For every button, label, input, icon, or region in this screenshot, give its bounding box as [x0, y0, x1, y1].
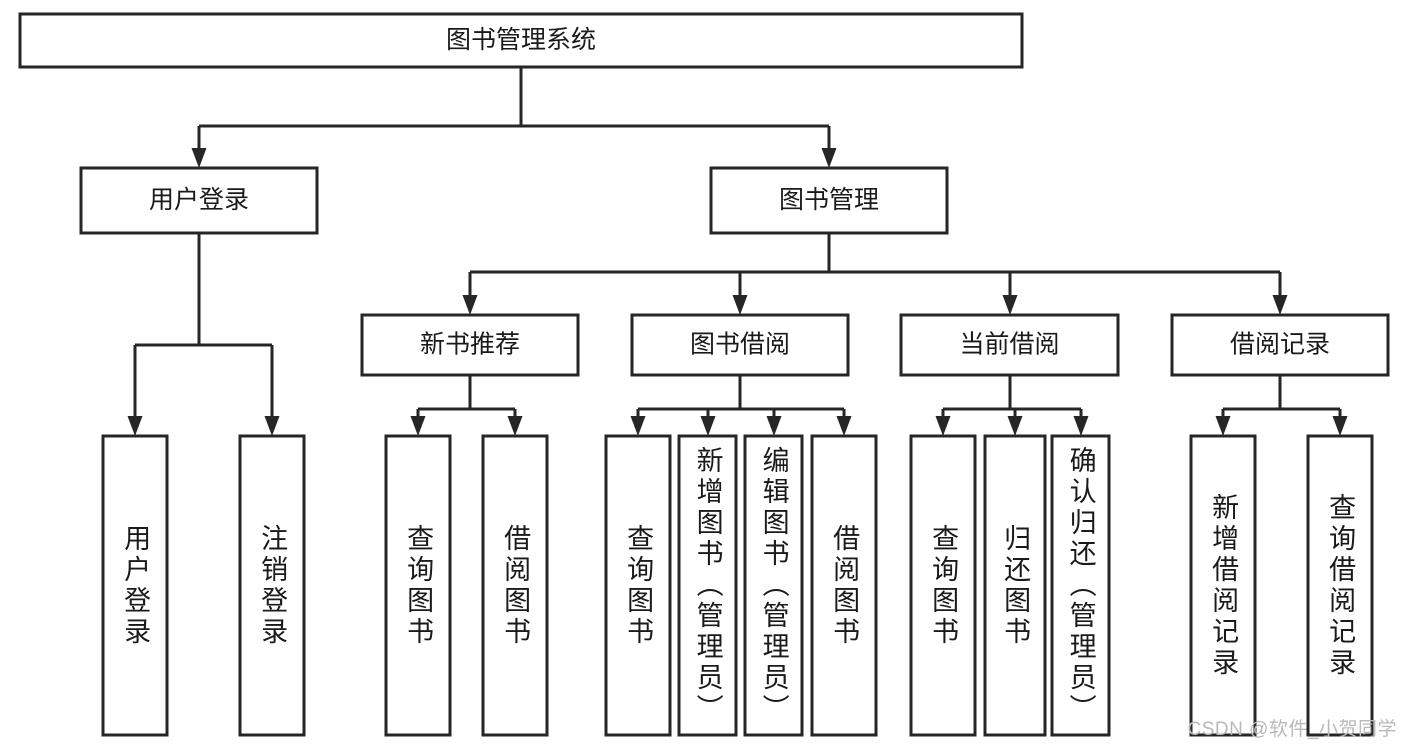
node-box-leaf-query-book-2[interactable]	[604, 434, 672, 737]
arrow-head-user-login-0	[127, 416, 143, 436]
arrow-head-book-manage-1	[732, 295, 748, 315]
arrow-head-new-book-recommend-0	[410, 416, 426, 436]
node-box-leaf-query-record[interactable]	[1306, 434, 1374, 737]
arrow-head-borrow-record-0	[1215, 416, 1231, 436]
arrow-head-current-borrow-0	[935, 416, 951, 436]
arrow-head-book-borrow-3	[836, 416, 852, 436]
arrow-head-user-login-1	[264, 416, 280, 436]
arrow-head-root-1	[821, 148, 837, 168]
arrow-head-current-borrow-1	[1007, 416, 1023, 436]
node-box-current-borrow[interactable]	[899, 313, 1120, 377]
arrow-head-book-manage-0	[462, 295, 478, 315]
arrow-head-book-borrow-2	[766, 416, 782, 436]
watermark-text: CSDN @软件_小贺同学	[1187, 719, 1397, 740]
node-box-borrow-record[interactable]	[1170, 313, 1390, 377]
node-label-root: 图书管理系统	[446, 26, 596, 54]
node-box-leaf-logout[interactable]	[238, 434, 306, 737]
node-box-leaf-query-book-3[interactable]	[909, 434, 977, 737]
edges-layer	[127, 67, 1348, 436]
node-label-book-borrow: 图书借阅	[690, 331, 790, 359]
node-box-leaf-edit-book[interactable]	[743, 434, 804, 737]
node-box-leaf-borrow-book-2[interactable]	[810, 434, 878, 737]
node-label-borrow-record: 借阅记录	[1230, 331, 1330, 359]
arrow-head-new-book-recommend-1	[507, 416, 523, 436]
node-box-user-login[interactable]	[79, 166, 319, 235]
arrow-head-current-borrow-2	[1073, 416, 1089, 436]
arrow-head-book-borrow-0	[630, 416, 646, 436]
node-box-book-borrow[interactable]	[630, 313, 850, 377]
arrow-head-borrow-record-1	[1332, 416, 1348, 436]
node-label-user-login: 用户登录	[149, 186, 249, 214]
node-label-current-borrow: 当前借阅	[959, 331, 1059, 359]
node-box-leaf-add-record[interactable]	[1189, 434, 1257, 737]
node-box-leaf-confirm-return[interactable]	[1050, 434, 1111, 737]
node-box-leaf-query-book-1[interactable]	[384, 434, 452, 737]
node-box-root[interactable]	[18, 12, 1024, 69]
arrow-head-book-manage-2	[1002, 295, 1018, 315]
node-box-leaf-add-book[interactable]	[677, 434, 738, 737]
node-box-book-manage[interactable]	[709, 166, 949, 235]
arrow-head-book-manage-3	[1272, 295, 1288, 315]
node-box-leaf-user-login[interactable]	[101, 434, 169, 737]
node-label-new-book-recommend: 新书推荐	[420, 331, 520, 359]
arrow-head-book-borrow-1	[700, 416, 716, 436]
node-box-new-book-recommend[interactable]	[360, 313, 580, 377]
node-box-leaf-borrow-book-1[interactable]	[481, 434, 549, 737]
node-label-book-manage: 图书管理	[779, 186, 879, 214]
arrow-head-root-0	[191, 148, 207, 168]
node-box-leaf-return-book[interactable]	[983, 434, 1047, 737]
